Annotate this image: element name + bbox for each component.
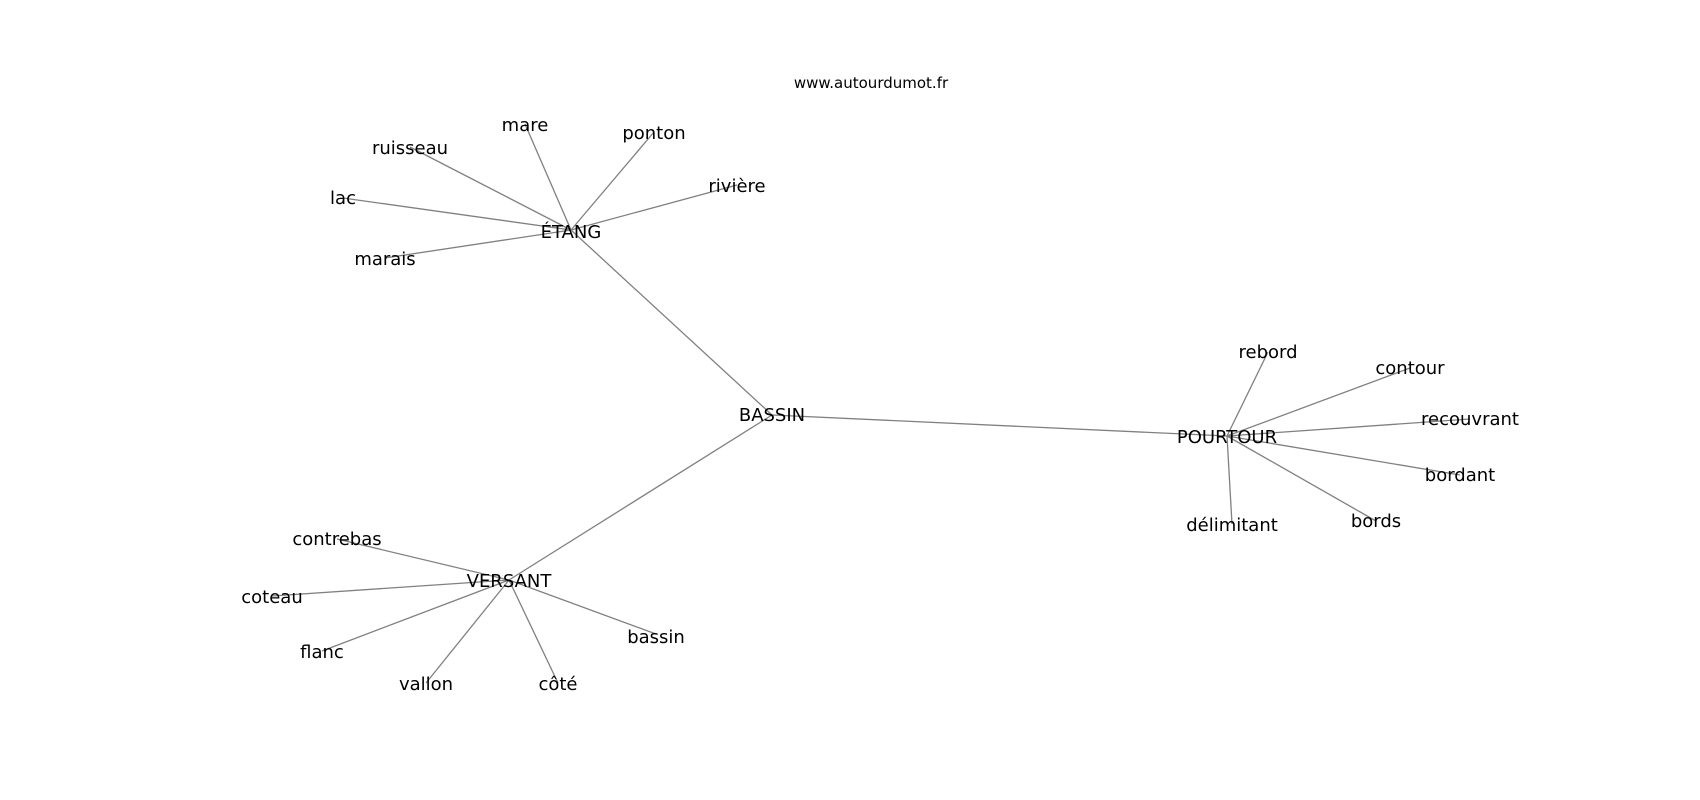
edge-pourtour-bordant	[1226, 435, 1461, 476]
edge-pourtour-bords	[1226, 435, 1377, 522]
node-word[interactable]: bassin	[627, 627, 685, 648]
node-hub-etang[interactable]: ÉTANG	[541, 221, 602, 243]
edges	[271, 123, 1471, 684]
edge-etang-riviere	[570, 184, 738, 231]
edge-pourtour-rebord	[1226, 351, 1269, 437]
edge-etang-ponton	[570, 131, 655, 231]
node-word[interactable]: contrebas	[292, 529, 381, 550]
edge-etang-marais	[384, 229, 572, 259]
node-hub-versant[interactable]: VERSANT	[467, 571, 553, 592]
node-word[interactable]: coteau	[241, 587, 302, 608]
node-word[interactable]: mare	[502, 115, 549, 136]
node-word[interactable]: vallon	[399, 674, 453, 695]
edge-etang-mare	[524, 123, 572, 231]
edge-versant-flanc	[321, 579, 510, 652]
edge-pourtour-delimitant	[1226, 435, 1233, 525]
edge-etang-ruisseau	[409, 146, 572, 231]
edge-bassin-pourtour	[771, 414, 1228, 437]
node-hub-pourtour[interactable]: POURTOUR	[1177, 427, 1277, 448]
node-word[interactable]: recouvrant	[1421, 409, 1519, 430]
node-labels: BASSIN ÉTANG POURTOUR VERSANT ruisseau m…	[241, 115, 1519, 695]
node-word[interactable]: bordant	[1425, 465, 1495, 486]
edge-etang-lac	[342, 197, 572, 231]
node-word[interactable]: contour	[1375, 358, 1445, 379]
edge-versant-cote	[508, 579, 559, 684]
node-word[interactable]: flanc	[300, 642, 344, 663]
node-word[interactable]: rebord	[1238, 342, 1297, 363]
edge-versant-coteau	[271, 579, 510, 597]
edge-versant-contrebas	[336, 538, 510, 581]
node-word[interactable]: ruisseau	[372, 138, 448, 159]
node-center[interactable]: BASSIN	[739, 405, 805, 426]
edge-pourtour-recouvrant	[1226, 418, 1471, 437]
node-word[interactable]: côté	[538, 674, 577, 695]
node-word[interactable]: rivière	[708, 176, 765, 197]
edge-bassin-versant	[508, 414, 773, 581]
node-word[interactable]: ponton	[622, 123, 685, 144]
edge-versant-bassin	[508, 579, 657, 635]
node-word[interactable]: lac	[330, 188, 356, 209]
node-word[interactable]: délimitant	[1186, 515, 1278, 536]
edge-bassin-etang	[570, 229, 773, 416]
edge-versant-vallon	[425, 579, 510, 684]
edge-pourtour-contour	[1226, 367, 1411, 437]
node-word[interactable]: marais	[354, 249, 415, 270]
node-word[interactable]: bords	[1351, 511, 1401, 532]
watermark-text: www.autourdumot.fr	[794, 74, 949, 92]
